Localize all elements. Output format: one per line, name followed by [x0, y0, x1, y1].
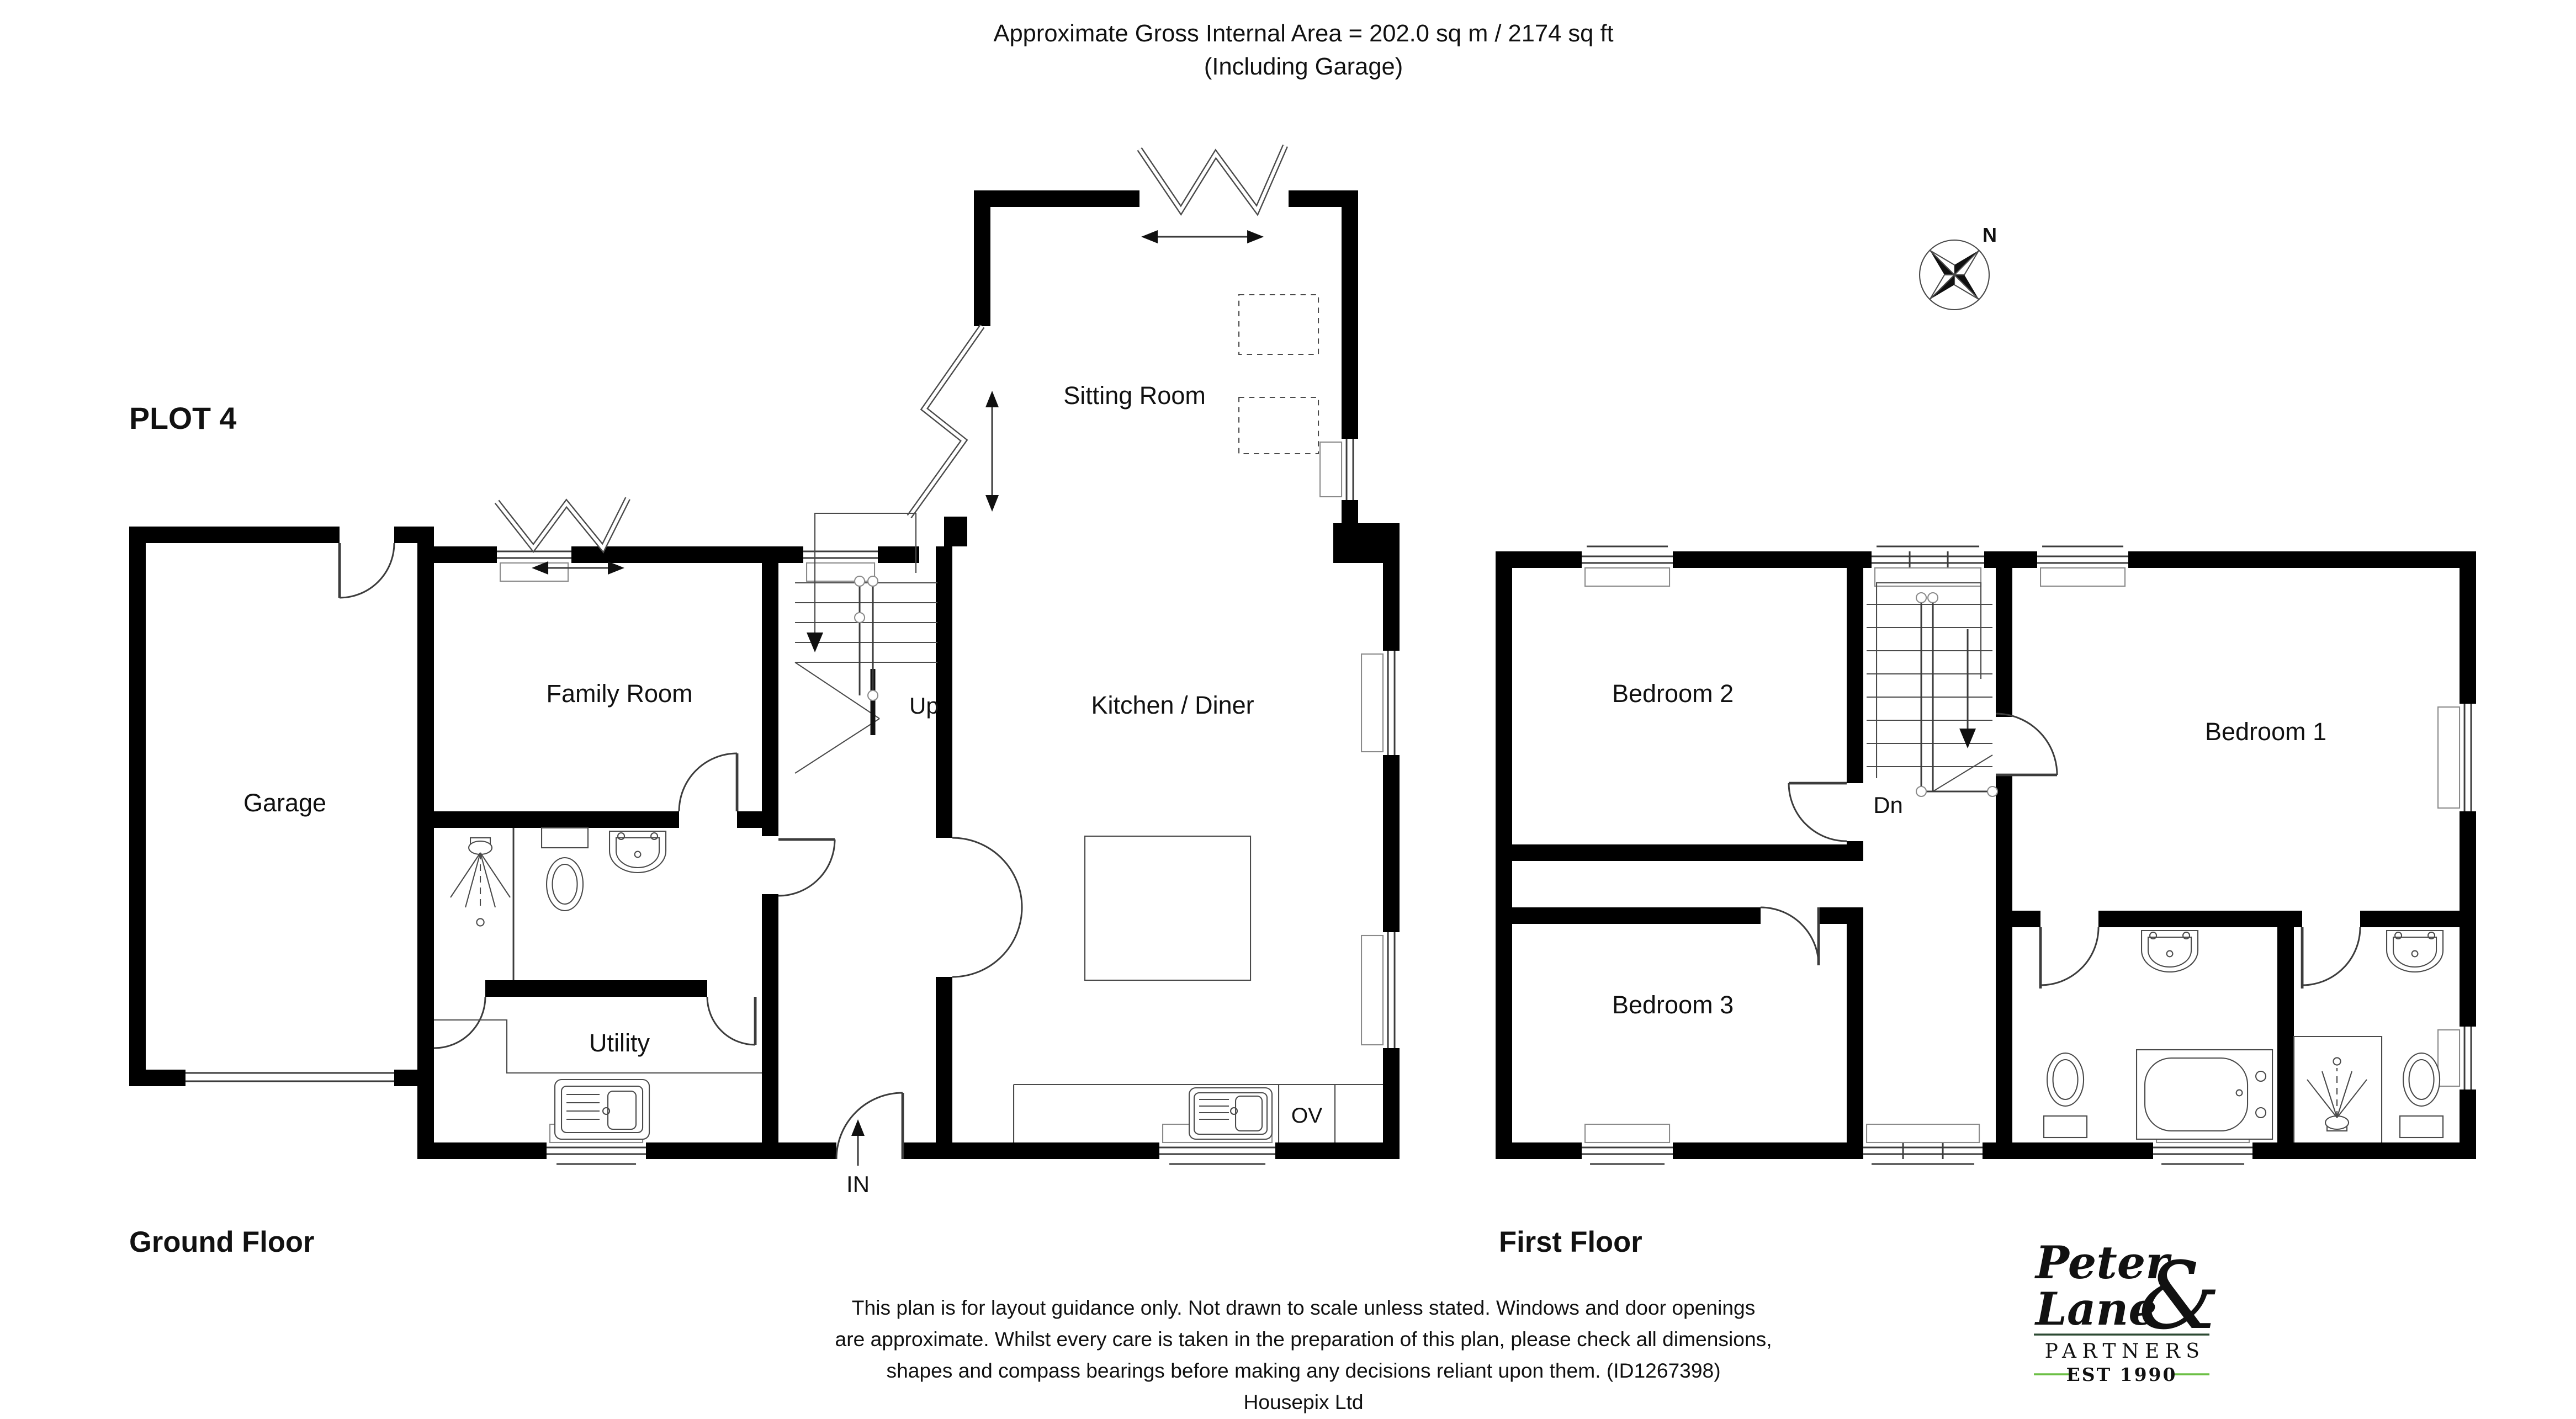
bathroom-fixtures: [2043, 929, 2273, 1140]
disclaimer-line-2: are approximate. Whilst every care is ta…: [835, 1327, 1772, 1351]
compass-icon: N: [1918, 224, 1997, 311]
disclaimer-line-3: shapes and compass bearings before makin…: [886, 1359, 1720, 1382]
first-floor-stairs: Dn: [1867, 582, 1999, 818]
bedroom3-label: Bedroom 3: [1612, 991, 1734, 1019]
ground-floor-shower-room: [450, 827, 667, 980]
family-window-arrow: [532, 561, 625, 575]
shower-icon: [450, 837, 511, 927]
ensuite-shower-icon: [2307, 1057, 2367, 1132]
ground-floor-openings: [494, 144, 1289, 575]
kitchen-island: [1084, 835, 1252, 981]
gross-area-title: Approximate Gross Internal Area = 202.0 …: [993, 20, 1613, 47]
disclaimer-line-1: This plan is for layout guidance only. N…: [852, 1296, 1755, 1319]
bathtub-icon: [2135, 1049, 2273, 1140]
garage-door: [185, 1072, 395, 1082]
logo-ampersand: &: [2138, 1242, 2221, 1350]
sink-icon: [608, 830, 667, 873]
logo-established: EST 1990: [2066, 1364, 2177, 1385]
ground-floor-plan: Up: [129, 144, 1400, 1258]
ground-floor-windows: [185, 439, 1396, 1165]
window-recess: [499, 562, 569, 582]
gross-area-subtitle: (Including Garage): [1204, 54, 1403, 80]
family-room-label: Family Room: [547, 679, 693, 708]
logo-name-line2: Lane: [2034, 1283, 2157, 1336]
ensuite-sink-icon: [2386, 929, 2444, 972]
logo-name-line1: Peter: [2034, 1237, 2172, 1289]
bedroom2-label: Bedroom 2: [1612, 679, 1734, 708]
opening-height-arrow: [985, 391, 999, 512]
first-floor-walls: [1496, 551, 2477, 1159]
bathroom-sink-icon: [2140, 929, 2199, 972]
toilet-icon: [540, 827, 589, 912]
first-floor-plan: Dn: [1496, 545, 2477, 1258]
opening-width-arrow: [1141, 230, 1264, 243]
ground-floor-walls: [129, 190, 1400, 1159]
compass-north-label: N: [1983, 224, 1997, 246]
plot-title: PLOT 4: [129, 401, 236, 435]
bathroom-toilet-icon: [2043, 1052, 2088, 1139]
kitchen-fixtures: OV: [1013, 835, 1384, 1142]
utility-fixtures: [434, 1019, 762, 1140]
ground-floor-title: Ground Floor: [129, 1226, 314, 1258]
utility-label: Utility: [589, 1029, 650, 1057]
disclaimer-credit: Housepix Ltd: [1244, 1390, 1364, 1413]
first-floor-title: First Floor: [1499, 1226, 1642, 1258]
sitting-room-label: Sitting Room: [1063, 381, 1206, 410]
utility-sink-icon: [554, 1078, 650, 1140]
agent-logo: Peter Lane & PARTNERS EST 1990: [2034, 1237, 2221, 1385]
sitting-room-rooflights: [1238, 294, 1319, 455]
ensuite-toilet-icon: [2399, 1052, 2444, 1139]
first-floor-doors: [1761, 713, 2361, 988]
footer-disclaimer: This plan is for layout guidance only. N…: [835, 1296, 1772, 1413]
stairs-up-label: Up: [909, 693, 939, 719]
bedroom1-label: Bedroom 1: [2205, 718, 2326, 746]
kitchen-diner-label: Kitchen / Diner: [1091, 691, 1254, 719]
stairs-down-label: Dn: [1873, 792, 1903, 818]
logo-partners: PARTNERS: [2045, 1340, 2206, 1363]
kitchen-sink-icon: [1188, 1087, 1273, 1140]
entrance: IN: [846, 1119, 870, 1197]
ensuite-fixtures: [2293, 929, 2444, 1142]
oven-label: OV: [1291, 1104, 1322, 1128]
ground-floor-doors: [338, 543, 1023, 1160]
garage-label: Garage: [243, 789, 326, 817]
entrance-label: IN: [846, 1171, 870, 1197]
ground-floor-stairs: Up: [794, 512, 939, 774]
